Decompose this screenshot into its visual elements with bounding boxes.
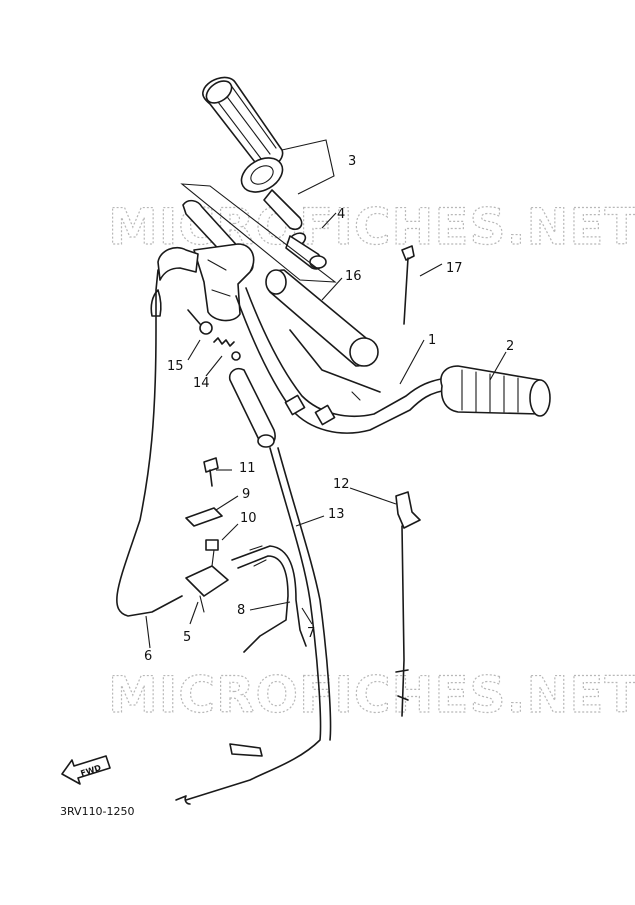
- right-grip: [440, 365, 551, 417]
- cable-tie: [401, 245, 415, 325]
- clutch-cable-end: [175, 795, 191, 805]
- throttle-cable-end: [150, 289, 162, 317]
- throttle-cable: [116, 269, 183, 617]
- plate: [185, 507, 223, 527]
- callout-15: 15: [167, 359, 184, 374]
- callout-1: 1: [428, 333, 436, 348]
- callout-13: 13: [328, 507, 345, 522]
- switch-assembly: [185, 549, 229, 613]
- handlebar: [235, 287, 449, 434]
- handlebar-pad: [265, 269, 379, 367]
- throttle-tube: [263, 189, 327, 270]
- watermark-bottom: MICROFICHES.NET: [108, 666, 635, 724]
- callout-3: 3: [348, 154, 356, 169]
- grip-collar: [240, 157, 284, 193]
- cable-12: [395, 491, 421, 717]
- callout-7: 7: [307, 626, 315, 641]
- callout-11: 11: [239, 461, 256, 476]
- fwd-arrow-icon: FWD: [61, 755, 111, 785]
- clutch-cable: [185, 447, 322, 801]
- callout-6: 6: [144, 649, 152, 664]
- callout-labels: 1 2 3 4 5 6 7 8 9 10 11 12 13 14 15 16 1…: [144, 154, 514, 664]
- leader-lines: [145, 139, 507, 649]
- wire-harness-connectors: [249, 545, 267, 567]
- cable-adjuster: [229, 743, 263, 757]
- screw: [203, 457, 219, 487]
- clutch-lever-boot: [228, 367, 276, 448]
- bolt: [187, 309, 213, 335]
- callout-4: 4: [337, 207, 345, 222]
- callout-16: 16: [345, 269, 362, 284]
- throttle-housing: [157, 243, 255, 322]
- diagram-code: 3RV110-1250: [60, 805, 135, 818]
- callout-8: 8: [237, 603, 245, 618]
- wire-harness-8: [237, 555, 289, 653]
- clutch-cable-inner: [277, 447, 332, 741]
- callout-10: 10: [240, 511, 257, 526]
- callout-9: 9: [242, 487, 250, 502]
- wire-harness-7: [231, 545, 307, 647]
- callout-2: 2: [506, 339, 514, 354]
- clip: [205, 539, 219, 551]
- callout-12: 12: [333, 477, 350, 492]
- callout-14: 14: [193, 376, 210, 391]
- spring: [213, 337, 241, 361]
- callout-17: 17: [446, 261, 463, 276]
- exploded-outline: [180, 183, 337, 283]
- left-grip: [202, 76, 284, 169]
- callout-5: 5: [183, 630, 191, 645]
